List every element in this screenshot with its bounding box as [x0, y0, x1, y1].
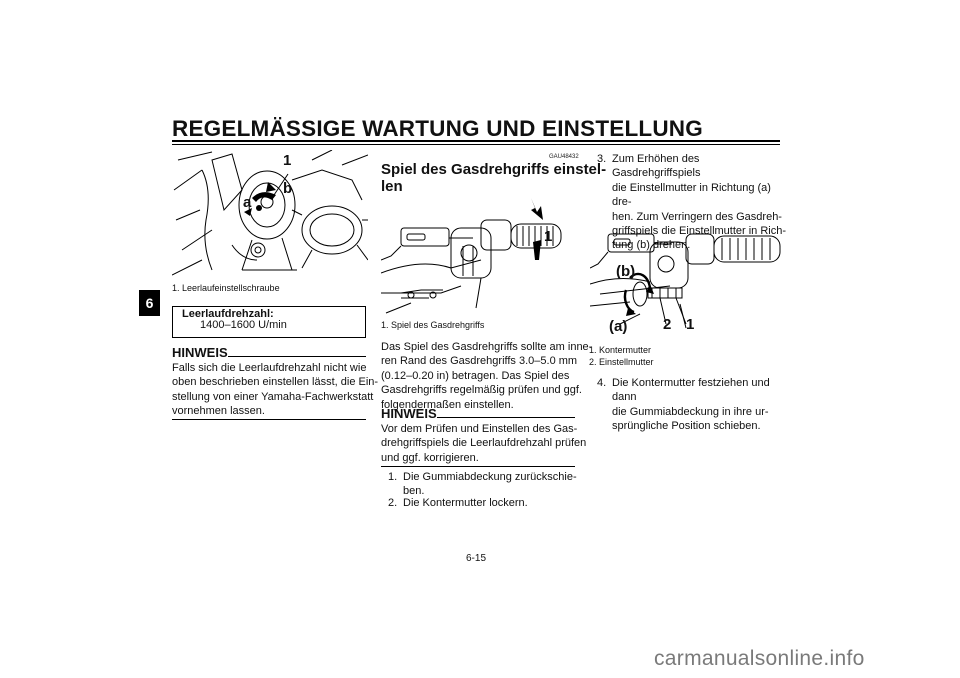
note-heading: HINWEIS [381, 406, 437, 421]
figure-caption: 1. Leerlaufeinstellschraube [172, 283, 280, 293]
adjusting-nut-figure [590, 233, 781, 329]
title-rule-thin [172, 144, 780, 145]
watermark: carmanualsonline.info [654, 647, 865, 670]
callout-a: a [243, 194, 252, 211]
callout-b: (b) [616, 263, 636, 280]
list-item: 4. Die Kontermutter festziehen und dann … [597, 377, 770, 433]
figure-caption: 1. Kontermutter [589, 345, 652, 355]
callout-1: 1 [686, 316, 695, 333]
list-item: 3. Zum Erhöhen des Gasdrehgriffspiels di… [597, 153, 787, 252]
figure-caption: 1. Spiel des Gasdrehgriffs [381, 320, 485, 330]
page-title: REGELMÄSSIGE WARTUNG UND EINSTELLUNG [172, 116, 703, 141]
note-end-rule [381, 466, 575, 467]
list-item: 1. Die Gummiabdeckung zurückschie-ben. [388, 471, 577, 498]
callout-1: 1 [544, 228, 553, 245]
callout-2: 2 [663, 316, 672, 333]
callout-1: 1 [283, 152, 292, 169]
note-rule [437, 417, 575, 418]
title-rule [172, 140, 780, 142]
figure-caption: 2. Einstellmutter [589, 357, 654, 367]
section-code: GAU48432 [549, 154, 579, 160]
spec-value: 1400–1600 U/min [200, 319, 287, 331]
callout-b: b [283, 180, 293, 197]
page-number: 6-15 [466, 553, 487, 564]
callout-a: (a) [609, 318, 628, 335]
idle-screw-figure [172, 150, 368, 276]
list-item: 2. Die Kontermutter lockern. [388, 497, 528, 509]
note-body: Vor dem Prüfen und Einstellen des Gas- d… [381, 423, 587, 464]
section-heading: Spiel des Gasdrehgriffs einstel- len [381, 161, 607, 195]
note-rule [228, 356, 366, 357]
spec-box [172, 306, 366, 338]
chapter-tab: 6 [139, 290, 160, 316]
throttle-grip-figure [381, 198, 562, 314]
note-end-rule [172, 419, 366, 420]
note-body: Falls sich die Leerlaufdrehzahl nicht wi… [172, 362, 379, 418]
spec-label: Leerlaufdrehzahl: [182, 308, 274, 320]
note-heading: HINWEIS [172, 345, 228, 360]
section-paragraph: Das Spiel des Gasdrehgriffs sollte am in… [381, 341, 593, 411]
